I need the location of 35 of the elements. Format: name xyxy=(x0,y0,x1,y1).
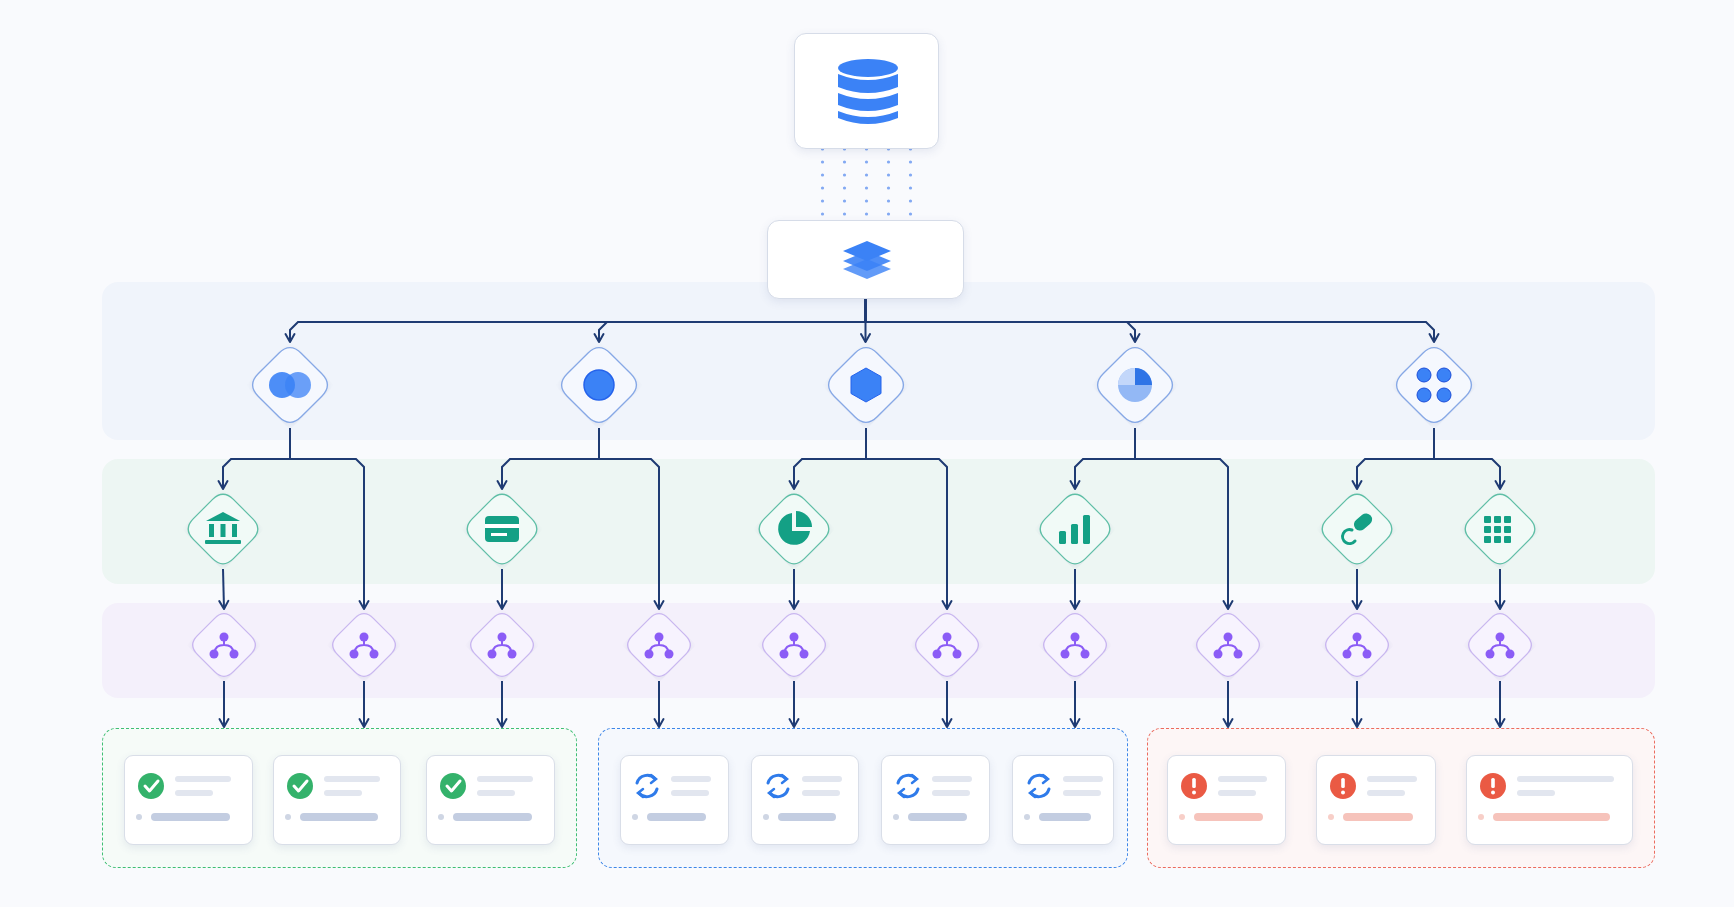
layer-band xyxy=(102,459,1655,584)
arrow xyxy=(1069,680,1081,728)
arrow xyxy=(496,568,508,610)
status-card xyxy=(620,755,729,845)
arrow xyxy=(218,568,230,610)
arrow xyxy=(788,680,800,728)
arrow xyxy=(496,680,508,728)
arrow xyxy=(1351,680,1363,728)
dashed-group xyxy=(598,728,1128,868)
layer-band xyxy=(102,603,1655,698)
arrow xyxy=(358,680,370,728)
arrow xyxy=(941,680,953,728)
arrow xyxy=(788,568,800,610)
arrow xyxy=(1222,680,1234,728)
icon-card xyxy=(794,33,939,149)
status-card xyxy=(1012,755,1114,845)
status-card xyxy=(426,755,555,845)
layer-band xyxy=(102,282,1655,440)
arrow xyxy=(1351,568,1363,610)
status-card xyxy=(751,755,859,845)
connector-line xyxy=(864,298,867,323)
dashed-group xyxy=(102,728,577,868)
status-card xyxy=(1466,755,1633,845)
status-card xyxy=(1316,755,1436,845)
dashed-group xyxy=(1147,728,1655,868)
arrow xyxy=(1494,680,1506,728)
arrow xyxy=(218,680,230,728)
status-card xyxy=(1167,755,1286,845)
status-card xyxy=(881,755,990,845)
icon-card xyxy=(767,220,964,299)
status-card xyxy=(273,755,401,845)
arrow xyxy=(653,680,665,728)
arrow xyxy=(1494,568,1506,610)
arrow xyxy=(1069,568,1081,610)
status-card xyxy=(124,755,253,845)
